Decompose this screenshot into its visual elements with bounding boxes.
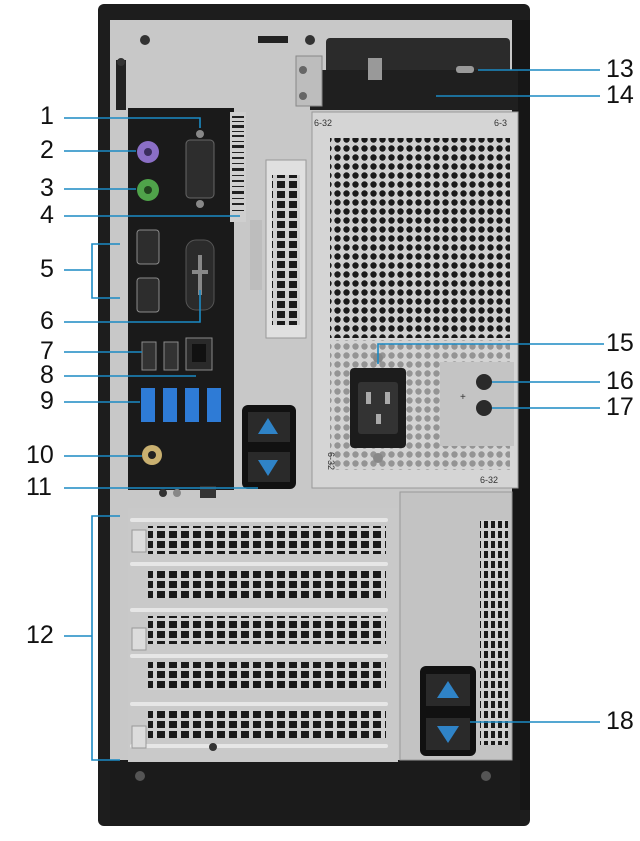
displayport-1 bbox=[136, 229, 160, 265]
psu-diagnostic-button bbox=[476, 374, 492, 390]
callout-14: 14 bbox=[606, 81, 634, 109]
callout-7: 7 bbox=[40, 337, 54, 365]
kensington-slot bbox=[456, 66, 474, 73]
barcode-lines bbox=[232, 116, 244, 211]
serial-label bbox=[250, 220, 262, 290]
slot-top-screw-1 bbox=[159, 489, 167, 497]
callout-6: 6 bbox=[40, 307, 54, 335]
serial-port bbox=[185, 139, 215, 199]
bottom-band bbox=[110, 760, 520, 820]
expansion-slots bbox=[130, 518, 388, 748]
slot-top-rect bbox=[200, 486, 216, 498]
callout-10: 10 bbox=[26, 441, 54, 469]
usb2-port-2 bbox=[163, 341, 179, 371]
psu-bottom-screw-label: 6-32 bbox=[480, 475, 498, 485]
psu-vent bbox=[330, 138, 510, 338]
callout-18: 18 bbox=[606, 707, 634, 735]
callout-5: 5 bbox=[40, 255, 54, 283]
left-edge-slot bbox=[116, 60, 126, 110]
displayport-2 bbox=[136, 277, 160, 313]
psu-diagnostic-light bbox=[476, 400, 492, 416]
callout-3: 3 bbox=[40, 174, 54, 202]
left-screw bbox=[117, 58, 125, 66]
callout-12: 12 bbox=[26, 621, 54, 649]
usb3-port-4 bbox=[207, 388, 221, 422]
callout-17: 17 bbox=[606, 393, 634, 421]
serial-screw-bottom bbox=[196, 200, 204, 208]
side-screw-label: 6-32 bbox=[326, 452, 336, 470]
top-screw-2 bbox=[305, 35, 315, 45]
callout-2: 2 bbox=[40, 136, 54, 164]
iec-power-inlet-icon bbox=[358, 382, 398, 434]
expansion-slot-tabs bbox=[131, 529, 147, 749]
arrow-up-icon-2 bbox=[437, 681, 459, 698]
bottom-screw-right bbox=[481, 771, 491, 781]
usb3-port-1 bbox=[141, 388, 155, 422]
callout-16: 16 bbox=[606, 367, 634, 395]
lower-right-vent bbox=[480, 520, 508, 745]
callout-4: 4 bbox=[40, 201, 54, 229]
cover-release-latch bbox=[310, 70, 518, 110]
arrow-down-icon bbox=[258, 460, 278, 476]
arrow-down-icon-2 bbox=[437, 726, 459, 743]
callout-13: 13 bbox=[606, 55, 634, 83]
psu-screw-label-2: 6-3 bbox=[494, 118, 507, 128]
psu-screw-label-1: 6-32 bbox=[314, 118, 332, 128]
arrow-up-icon bbox=[258, 418, 278, 434]
callout-lines bbox=[64, 69, 604, 761]
callout-9: 9 bbox=[40, 387, 54, 415]
serial-screw-top bbox=[196, 130, 204, 138]
usb3-port-2 bbox=[163, 388, 177, 422]
psu-diag-panel bbox=[440, 362, 514, 446]
usb3-port-3 bbox=[185, 388, 199, 422]
slot-top-screw-2 bbox=[173, 489, 181, 497]
usb2-port-1 bbox=[141, 341, 157, 371]
bottom-screw-left bbox=[135, 771, 145, 781]
svg-text:+: + bbox=[460, 392, 466, 403]
callout-15: 15 bbox=[606, 329, 634, 357]
top-screw-1 bbox=[140, 35, 150, 45]
callout-11: 11 bbox=[26, 473, 52, 501]
top-slot bbox=[258, 36, 288, 43]
padlock-icon bbox=[368, 58, 382, 80]
callout-8: 8 bbox=[40, 361, 54, 389]
barcode-strip bbox=[230, 112, 246, 222]
slot-screw bbox=[209, 743, 217, 751]
callout-1: 1 bbox=[40, 102, 54, 130]
